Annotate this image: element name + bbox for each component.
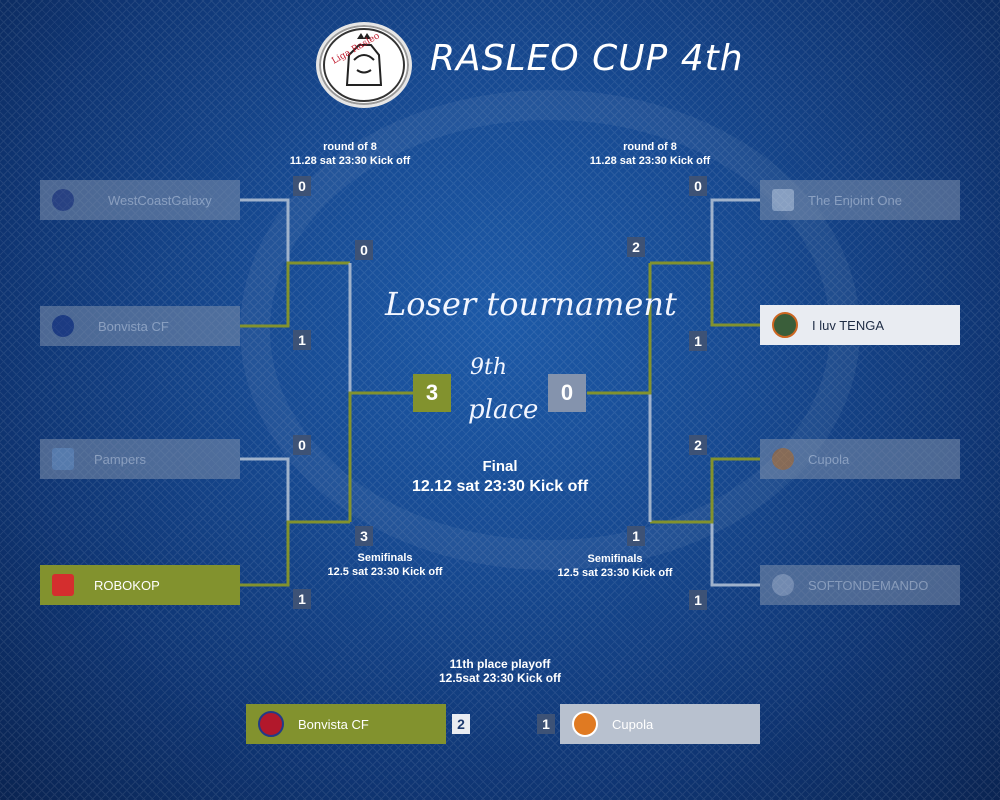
final-title: Final (482, 458, 518, 475)
final-info: Final 12.12 sat 23:30 Kick off (380, 457, 620, 497)
team-name: WestCoastGalaxy (108, 192, 212, 208)
playoff-title: 11th place playoff (449, 657, 551, 671)
team-softondemando[interactable]: SOFTONDEMANDO (760, 565, 960, 605)
softondemando-emblem-icon (772, 574, 794, 596)
semi-score-left-bottom: 3 (355, 526, 373, 546)
right-round-title: round of 8 (623, 141, 677, 153)
team-westcoastgalaxy[interactable]: WestCoastGalaxy (40, 180, 240, 220)
score-westcoastgalaxy: 0 (293, 176, 311, 196)
bonvista-emblem-icon (258, 711, 284, 737)
semi-score-left-top: 0 (355, 240, 373, 260)
score-cupola: 2 (689, 435, 707, 455)
final-score-right: 0 (548, 374, 586, 412)
team-name: SOFTONDEMANDO (808, 577, 929, 593)
playoff-info: 11th place playoff 12.5sat 23:30 Kick of… (400, 657, 600, 685)
left-round-time: 11.28 sat 23:30 Kick off (289, 155, 411, 167)
final-score-left: 3 (413, 374, 451, 412)
final-time: 12.12 sat 23:30 Kick off (411, 478, 589, 495)
score-bonvista-cf: 1 (293, 330, 311, 350)
team-name: I luv TENGA (812, 317, 885, 333)
team-robokop[interactable]: ROBOKOP (40, 565, 240, 605)
robokop-emblem-icon (52, 574, 74, 596)
left-round-title: round of 8 (323, 141, 377, 153)
team-the-enjoint-one[interactable]: The Enjoint One (760, 180, 960, 220)
left-semi-time: 12.5 sat 23:30 Kick off (327, 566, 443, 578)
semi-score-right-top: 2 (627, 237, 645, 257)
ninth-place-line1: 9th (470, 355, 508, 380)
playoff-score-left: 2 (452, 714, 470, 734)
right-semi-label: Semifinals 12.5 sat 23:30 Kick off (540, 552, 690, 580)
cupola-emblem-icon (772, 448, 794, 470)
team-cupola[interactable]: Cupola (760, 439, 960, 479)
team-name: Cupola (808, 451, 850, 467)
team-name: Cupola (612, 716, 654, 732)
playoff-team-bonvista-cf[interactable]: Bonvista CF (246, 704, 446, 744)
loser-tournament-title: Loser tournament (385, 285, 677, 323)
team-name: The Enjoint One (808, 192, 902, 208)
team-i-luv-tenga[interactable]: I luv TENGA (760, 305, 960, 345)
left-semi-label: Semifinals 12.5 sat 23:30 Kick off (310, 551, 460, 579)
page-title: RASLEO CUP 4th (430, 38, 744, 79)
team-bonvista-cf[interactable]: Bonvista CF (40, 306, 240, 346)
right-semi-title: Semifinals (587, 553, 643, 565)
enjoint-emblem-icon (772, 189, 794, 211)
score-softondemando: 1 (689, 590, 707, 610)
bonvista-emblem-icon (52, 315, 74, 337)
team-name: Bonvista CF (298, 716, 369, 732)
playoff-time: 12.5sat 23:30 Kick off (438, 671, 562, 685)
right-round-time: 11.28 sat 23:30 Kick off (589, 155, 711, 167)
tenga-emblem-icon (772, 312, 798, 338)
team-pampers[interactable]: Pampers (40, 439, 240, 479)
left-round-label: round of 8 11.28 sat 23:30 Kick off (270, 140, 430, 168)
score-robokop: 1 (293, 589, 311, 609)
cupola-emblem-icon (572, 711, 598, 737)
team-name: Pampers (94, 451, 147, 467)
right-round-label: round of 8 11.28 sat 23:30 Kick off (560, 140, 740, 168)
score-the-enjoint-one: 0 (689, 176, 707, 196)
score-pampers: 0 (293, 435, 311, 455)
team-name: Bonvista CF (98, 318, 169, 334)
score-i-luv-tenga: 1 (689, 331, 707, 351)
rasleo-logo: Liga Rasleo (316, 22, 412, 108)
playoff-team-cupola[interactable]: Cupola (560, 704, 760, 744)
playoff-score-right: 1 (537, 714, 555, 734)
right-semi-time: 12.5 sat 23:30 Kick off (557, 567, 673, 579)
left-semi-title: Semifinals (357, 552, 413, 564)
ninth-place-line2: place (468, 395, 539, 425)
pampers-emblem-icon (52, 448, 74, 470)
westcoastgalaxy-emblem-icon (52, 189, 74, 211)
team-name: ROBOKOP (94, 577, 160, 593)
semi-score-right-bottom: 1 (627, 526, 645, 546)
